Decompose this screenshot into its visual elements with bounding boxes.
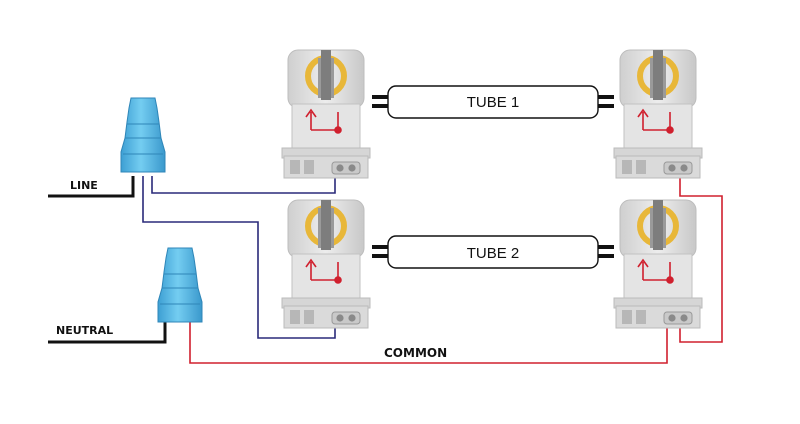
tube-pin-icon [372, 245, 388, 249]
tube-pin-icon [372, 104, 388, 108]
lampholder-bottom-right-icon [614, 200, 702, 328]
lampholder-top-right-icon [614, 50, 702, 178]
tube-pin-icon [598, 254, 614, 258]
neutral-label: NEUTRAL [56, 324, 113, 337]
common-wire-right-link [679, 177, 723, 343]
line-feed-wire [48, 176, 135, 198]
tube-pin-icon [598, 245, 614, 249]
common-label: COMMON [384, 346, 447, 360]
wire-nut-line-icon [120, 97, 166, 173]
socket-internal-wiring [305, 108, 674, 284]
lampholder-top-left-icon [282, 50, 370, 178]
tube-pin-icon [598, 95, 614, 99]
line-label: LINE [70, 179, 98, 192]
lampholder-bottom-left-icon [282, 200, 370, 328]
tube-pin-icon [598, 104, 614, 108]
tube-2: TUBE 2 [372, 235, 614, 269]
common-wire [189, 322, 668, 364]
tube-1-label: TUBE 1 [467, 94, 520, 111]
line-wire-socket-1 [151, 176, 336, 194]
line-wire-socket-3 [142, 176, 336, 339]
tube-2-label: TUBE 2 [467, 245, 520, 262]
neutral-feed-wire [48, 322, 167, 344]
tube-pin-icon [372, 254, 388, 258]
tube-pin-icon [372, 95, 388, 99]
wire-nut-neutral-icon [157, 247, 203, 323]
tube-1: TUBE 1 [372, 85, 614, 119]
